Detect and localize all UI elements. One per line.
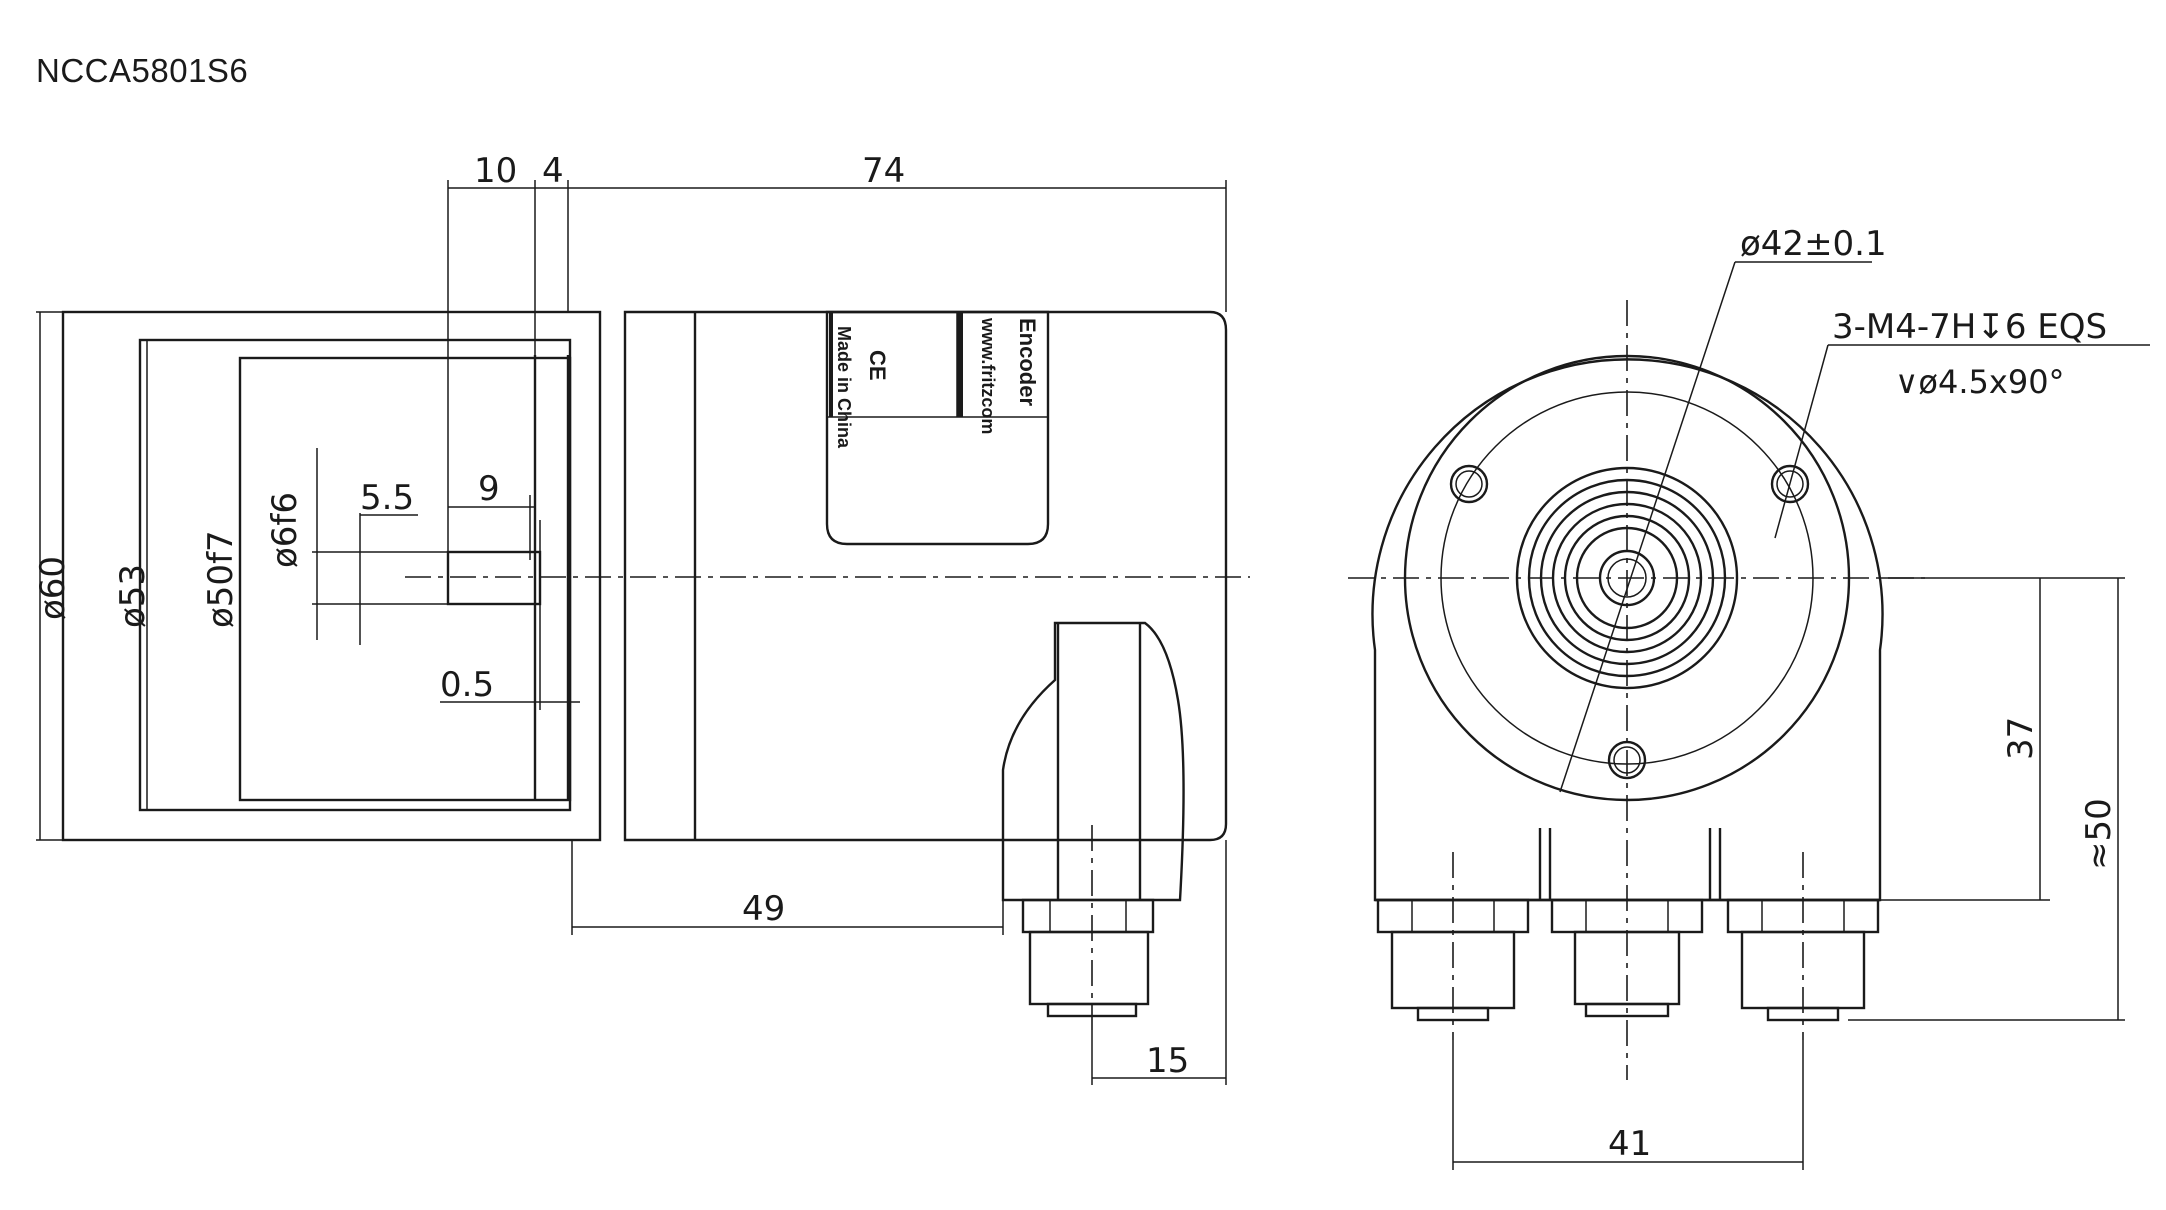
shaft: [446, 550, 542, 606]
connector-nut: [1021, 898, 1155, 934]
dim-9: 9: [478, 469, 500, 509]
dim-phi50f7: ø50f7: [201, 530, 241, 628]
dim-approx50: ≈50: [2079, 798, 2119, 870]
drawing-title: NCCA5801S6: [36, 52, 249, 89]
front-view: [1348, 300, 1925, 1080]
front-connector-tip-2: [1584, 1002, 1670, 1018]
label-bar-mid: [957, 312, 963, 417]
side-dimensions: 10 4 74 ø60 ø53 ø50f7 ø6f6: [33, 151, 1227, 1085]
label-plate: [825, 310, 1050, 546]
mount-hole-2-inner: [1776, 470, 1804, 498]
dim-10: 10: [474, 151, 517, 191]
label-website: www.fritzcom: [978, 317, 998, 434]
encoder-body: [623, 310, 1228, 842]
flange-outline: [61, 310, 602, 842]
dim-countersink: ∨ø4.5x90°: [1895, 363, 2065, 401]
mount-hole-1: [1449, 464, 1489, 504]
leader-thread: [1774, 344, 1829, 539]
dim-37: 37: [2001, 717, 2041, 760]
front-housing: [1371, 358, 1884, 902]
dim-0-5: 0.5: [440, 665, 494, 705]
leader-phi42: [1559, 261, 1736, 793]
dim-4: 4: [542, 151, 564, 191]
label-origin: Made in China: [834, 326, 854, 449]
dim-phi60: ø60: [33, 556, 73, 620]
mount-hole-1-inner: [1455, 470, 1483, 498]
label-ce-mark: CE: [865, 350, 890, 381]
side-view: Encoder www.fritzcom CE Made in China: [61, 310, 1250, 1030]
dim-49: 49: [742, 889, 785, 929]
connector-plug: [1028, 930, 1150, 1006]
dim-15: 15: [1146, 1041, 1189, 1081]
dim-phi6f6: ø6f6: [265, 492, 305, 568]
connector-body: [1001, 621, 1185, 902]
label-brand: Encoder: [1015, 318, 1040, 406]
dim-phi53: ø53: [113, 564, 153, 628]
dim-41: 41: [1608, 1124, 1651, 1164]
dim-thread: 3-M4-7H↧6 EQS: [1832, 307, 2107, 347]
dim-74: 74: [862, 151, 905, 191]
front-dimensions: ø42±0.1 3-M4-7H↧6 EQS ∨ø4.5x90° 37 ≈50 4…: [1452, 224, 2150, 1170]
dim-phi42: ø42±0.1: [1740, 224, 1887, 264]
dim-5-5: 5.5: [360, 478, 414, 518]
mount-hole-2: [1770, 464, 1810, 504]
label-bar-left: [829, 312, 833, 417]
flange-inner: [238, 356, 572, 802]
